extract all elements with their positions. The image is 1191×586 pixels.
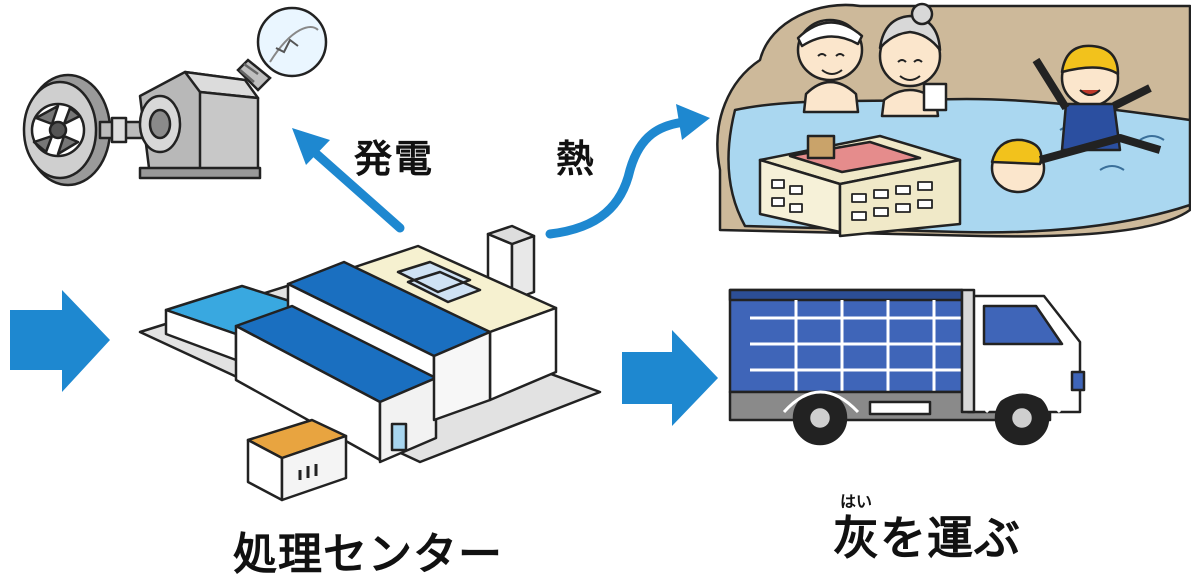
input-arrow (10, 290, 110, 392)
ash-ruby-label: はい (840, 492, 873, 511)
generator-icon (22, 70, 262, 187)
spa-building (758, 134, 962, 238)
dump-truck-icon (728, 288, 1086, 446)
heat-label: 熱 (556, 137, 595, 181)
bather-man (796, 18, 864, 114)
incineration-plant-icon (138, 224, 602, 502)
power-generation-label: 発電 (354, 137, 435, 181)
processing-center-label: 処理センター (233, 529, 503, 580)
power-arrow (292, 128, 405, 233)
swimmer-crawl (990, 134, 1162, 194)
swimmer-boy (1032, 44, 1152, 152)
bather-woman (878, 2, 948, 118)
ash-transport-label: 灰を運ぶ (833, 511, 1021, 565)
heat-arrow (545, 104, 710, 239)
hot-spring-pool-icon (716, 2, 1191, 238)
output-arrow (622, 330, 718, 426)
light-bulb-icon (236, 6, 328, 92)
